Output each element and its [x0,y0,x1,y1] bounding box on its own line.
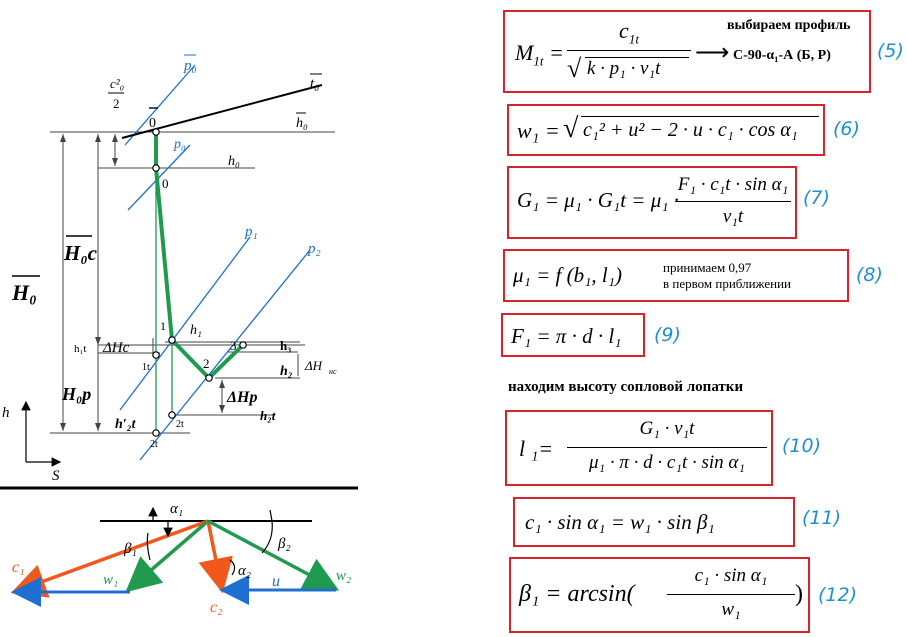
formula-6-box: w₁ = √ c₁² + u² − 2 · u · c₁ · cos α₁ [507,104,825,156]
formula-11-text: c₁ · sin α₁ = w₁ · sin β₁ [525,510,715,534]
formula-6-radicand: c₁² + u² − 2 · u · c₁ · cos α₁ [583,119,798,141]
formula-11-box: c₁ · sin α₁ = w₁ · sin β₁ [513,497,795,547]
label-zero: 0 [162,176,169,191]
velocity-triangle [10,506,340,607]
label-H0-bar: H₀ [11,280,37,305]
label-w2: w₂ [336,568,351,584]
enthalpy-lines [50,131,335,434]
label-H0c-bar: H₀c [63,241,98,265]
label-h1: h₁ [190,323,202,338]
formula-10-box: l ₁= G₁ · v₁t μ₁ · π · d · c₁t · sin α₁ [505,410,773,486]
formula-8-note-1: принимаем 0,97 [663,260,752,275]
formula-5-note-2: С-90-α₁-А (Б, Р) [733,48,831,63]
formula-5-arrow: ⟶ [695,40,730,66]
section-heading: находим высоту сопловой лопатки [508,379,744,395]
label-h2t: h₂t [260,408,276,423]
formula-12-number: (12) [818,584,858,606]
formula-12-lhs: β₁ = arcsin( [519,581,635,607]
hs-diagram: p₀ t₀ h₀ 0 c²₀ 2 p₀ h₀ 0 p₁ p₂ H₀c H₀ H₀… [0,54,358,616]
formula-7-numerator: F₁ · c₁t · sin α₁ [677,174,789,195]
formula-12-close-paren: ) [795,581,803,607]
formula-8-lhs: μ₁ = f (b₁, l₁) [513,263,623,287]
label-p2: p₂ [307,241,321,257]
formula-9-box: F₁ = π · d · l₁ [501,313,645,357]
label-beta2: β₂ [277,536,291,552]
label-H0p: H₀p [61,384,91,404]
formula-9-number: (9) [654,324,681,346]
formula-5-lhs: M1t = [515,40,564,69]
formula-7-box: G₁ = μ₁ · G₁t = μ₁ · F₁ · c₁t · sin α₁ v… [507,166,797,239]
hs-axes [21,400,62,467]
state-points [152,128,247,437]
label-alpha2: α₂ [238,563,251,579]
formula-6-lhs: w₁ = [517,118,560,143]
formula-5-box: M1t = c1t √ k · p₁ · v₁t ⟶ выбираем проф… [503,10,871,93]
label-h0-bar: h₀ [296,116,308,131]
label-axis-h: h [2,405,10,421]
label-p0-bar: p₀ [183,58,197,74]
label-p0: p₀ [173,137,186,152]
label-c2: c₂ [210,599,223,616]
label-2t: 2t [176,419,184,430]
label-dHc: ΔHc [102,340,130,356]
formula-6-number: (6) [833,118,860,140]
label-2: 2 [203,356,210,371]
formula-9-text: F₁ = π · d · l₁ [511,324,622,348]
label-u: u [272,573,280,590]
label-alpha1: α₁ [170,501,183,517]
formula-12-denominator: w₁ [721,599,741,620]
formula-10-number: (10) [782,435,822,457]
formula-5-fraction: c1t [619,18,639,47]
label-dHp: ΔHp [226,389,257,406]
label-1: 1 [160,319,166,333]
formula-7-number: (7) [803,187,830,209]
label-dHnc-sub: нс [329,367,337,376]
label-beta1: β₁ [123,541,137,557]
formula-12-box: β₁ = arcsin( c₁ · sin α₁ w₁ ) [509,557,810,633]
label-1t: 1t [142,362,150,373]
formula-8-note-2: в первом приближении [663,276,791,291]
label-h0: h₀ [228,154,240,169]
label-c0sq: c²₀ [110,76,124,91]
label-h2: h₂ [280,364,293,379]
label-w1: w₁ [103,572,118,588]
formula-10-lhs: l ₁= [519,436,554,461]
label-h3: h₃ [280,338,291,353]
label-3: 3 [230,338,237,353]
label-zero-bar: 0 [149,116,156,131]
formula-7-lhs: G₁ = μ₁ · G₁t = μ₁ · [517,188,680,212]
label-two: 2 [113,96,120,111]
formula-7-denominator: v₁t [722,206,744,227]
label-t0-bar: t₀ [310,76,319,92]
formula-8-number: (8) [856,264,883,286]
formula-11-number: (11) [802,507,842,529]
expansion-process [154,132,245,433]
formula-8-box: μ₁ = f (b₁, l₁) принимаем 0,97 в первом … [503,249,849,302]
formula-10-numerator: G₁ · v₁t [639,418,695,439]
formula-12-numerator: c₁ · sin α₁ [694,565,768,586]
label-2t-b: 2t [150,439,158,450]
dimension-arrows [60,134,225,431]
label-c1: c₁ [12,559,25,576]
formula-10-denominator: μ₁ · π · d · c₁t · sin α₁ [589,452,745,473]
label-p1: p₁ [244,224,258,240]
label-dHnc: ΔH [304,358,323,373]
label-h2t-prime: h′₂t [115,417,137,432]
formula-5-number: (5) [877,40,904,62]
formula-5-note-1: выбираем профиль [727,18,851,33]
label-axis-s: S [52,468,60,484]
formula-5-denominator: k · p₁ · v₁t [587,58,661,79]
label-h1t: h₁t [74,343,86,355]
